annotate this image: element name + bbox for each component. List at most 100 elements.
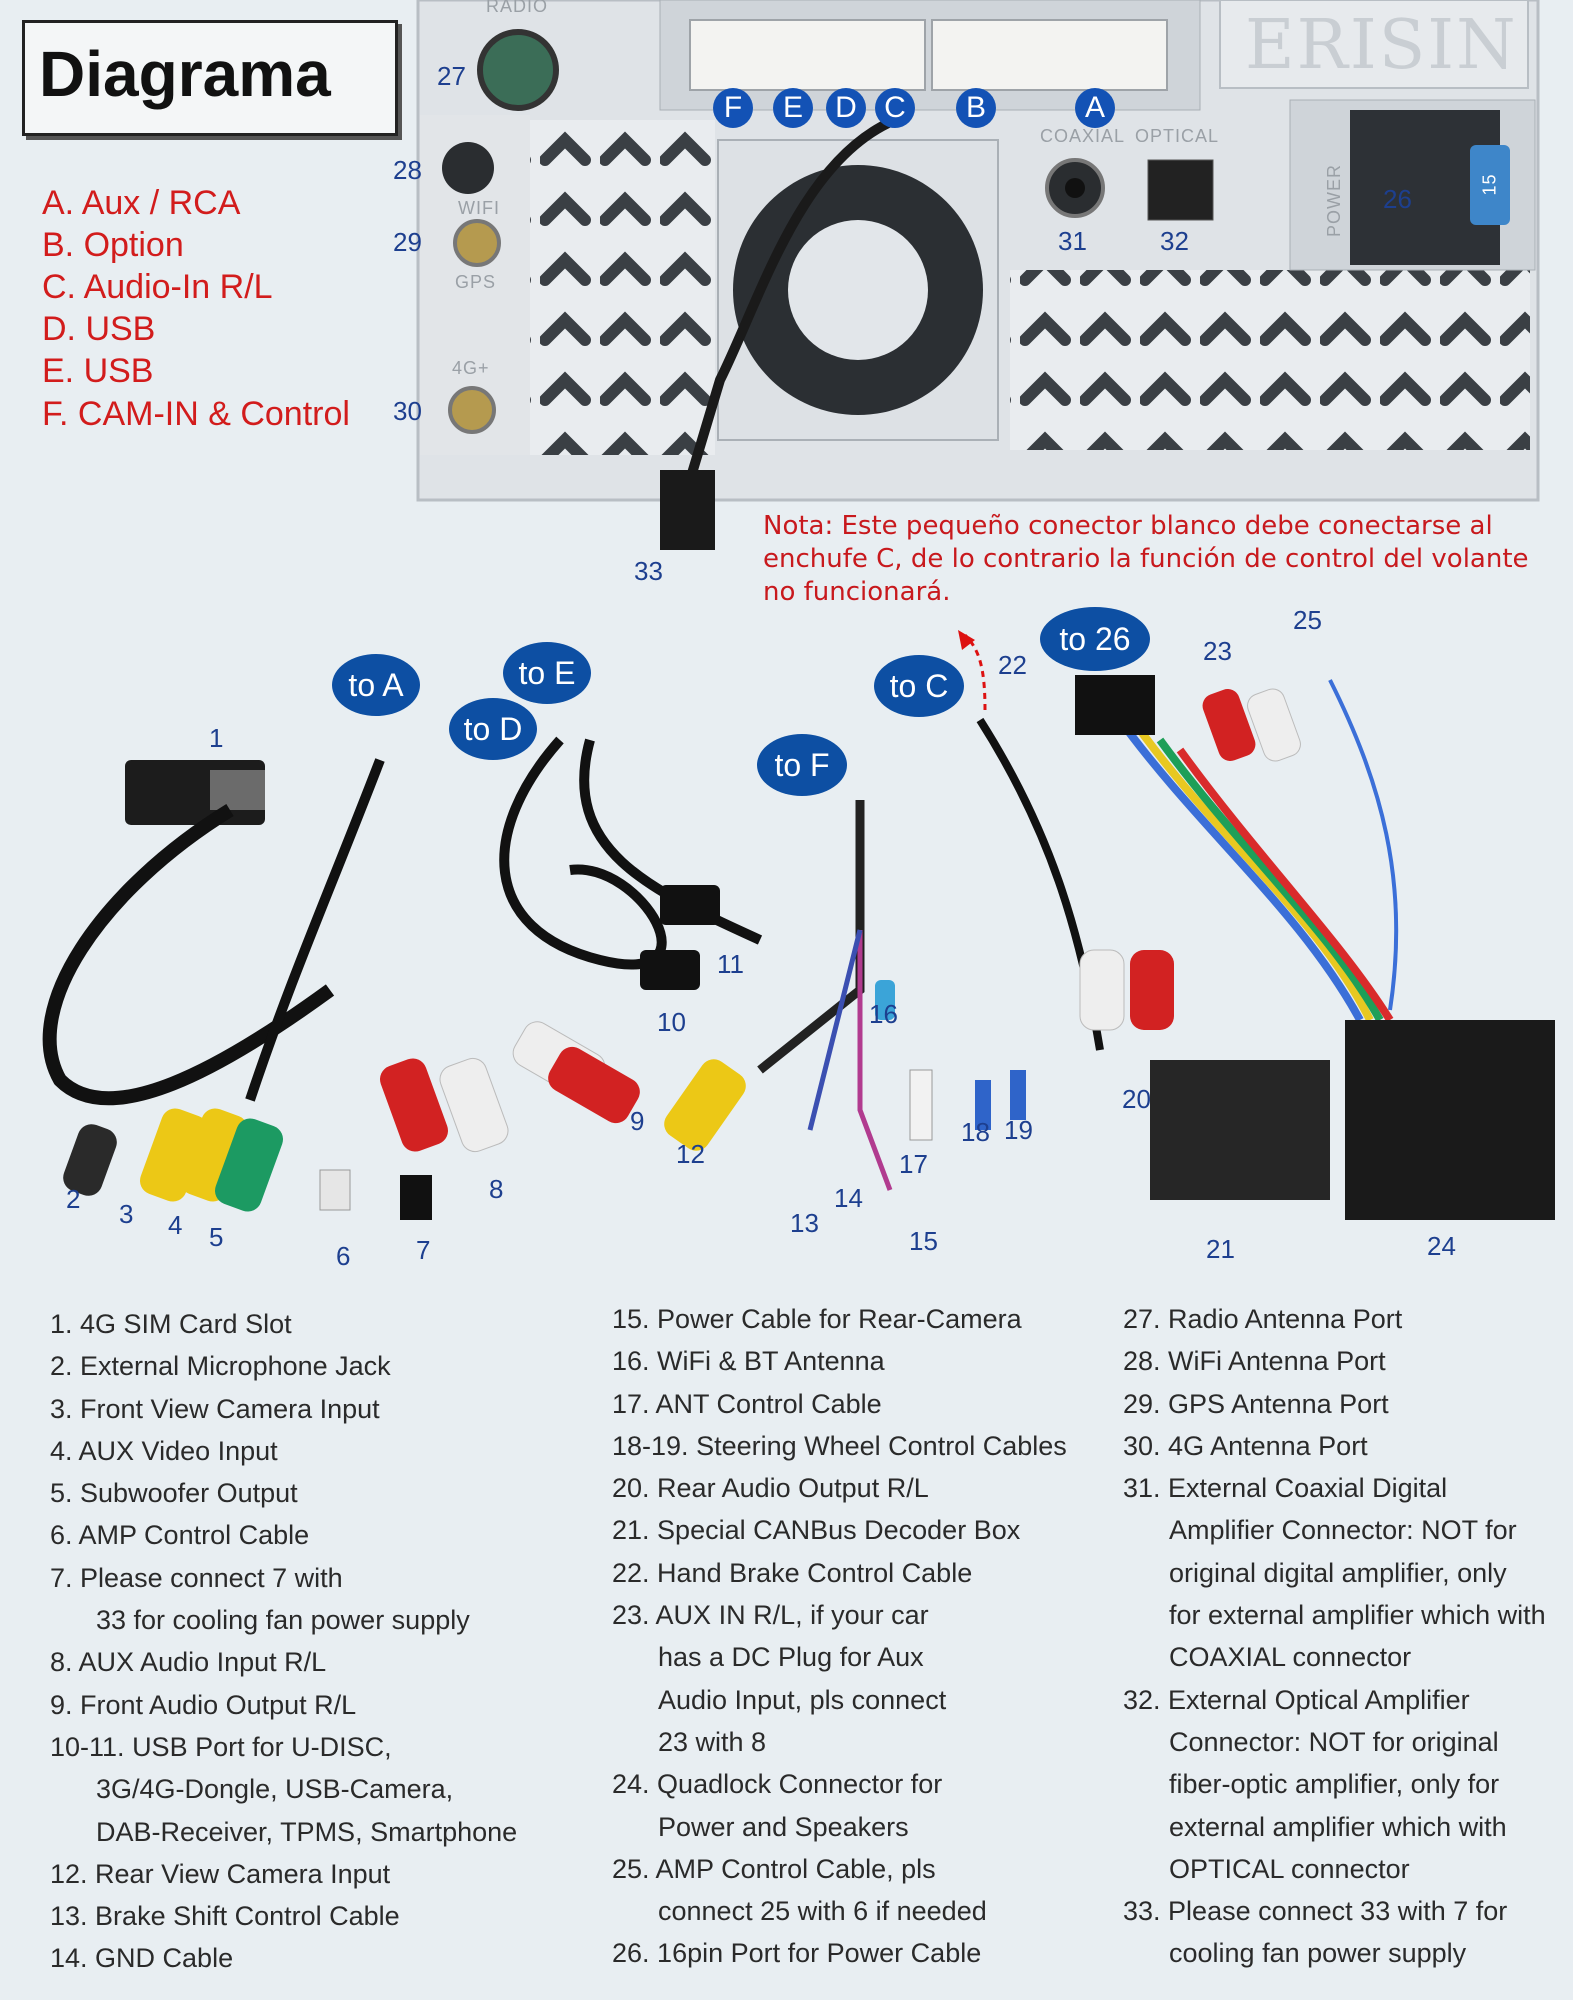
list-item-number: 29. [1123,1388,1169,1419]
label-31: 31 [1058,226,1087,256]
list-item-number: 27. [1123,1304,1169,1334]
list-item: original digital amplifier, only [1169,1557,1507,1588]
list-item: 25. AMP Control Cable, pls [612,1848,1132,1890]
list-item-text: 4G Antenna Port [1168,1430,1368,1461]
legend-item-d: D. USB [42,310,156,348]
list-item-number: 28. [1123,1346,1169,1377]
label-2: 2 [66,1184,81,1214]
label-30: 30 [393,396,422,426]
label-13: 13 [790,1208,819,1238]
label-28: 28 [393,155,422,185]
label-3: 3 [119,1199,134,1229]
label-33: 33 [634,556,663,586]
list-item-text: WiFi & BT Antenna [657,1346,885,1377]
list-item-text: AMP Control Cable, pls [655,1853,936,1884]
label-4: 4 [168,1210,183,1240]
list-item-text: GND Cable [95,1943,234,1974]
list-item: 24. Quadlock Connector for [612,1763,1132,1805]
label-12: 12 [676,1139,705,1169]
list-item-number: 12. [50,1858,96,1889]
list-item-number: 1. [50,1309,81,1339]
list-item: 5. Subwoofer Output [50,1472,610,1514]
callout-to-d: to D [449,698,537,760]
list-item: 4. AUX Video Input [50,1430,610,1472]
list-item-text: ANT Control Cable [655,1388,882,1419]
list-item-text: Brake Shift Control Cable [95,1901,400,1932]
list-item-number: 31. [1123,1473,1169,1504]
list-item: has a DC Plug for Aux [658,1642,924,1673]
connector-letter-e: E [773,88,813,128]
list-item-text: Front Audio Output R/L [80,1689,357,1720]
list-item: 26. 16pin Port for Power Cable [612,1932,1132,1974]
label-17: 17 [899,1149,928,1179]
list-item: 20. Rear Audio Output R/L [612,1467,1132,1509]
list-item-number: 4. [50,1435,79,1466]
list-item: Amplifier Connector: NOT for [1169,1515,1517,1546]
list-item: 2. External Microphone Jack [50,1345,610,1387]
radio-port-label: RADIO [486,0,549,16]
callout-to-f: to F [757,734,847,796]
list-item: 33 for cooling fan power supply [96,1605,470,1636]
label-27: 27 [437,61,466,91]
label-23: 23 [1203,636,1232,666]
list-item: 3. Front View Camera Input [50,1388,610,1430]
label-1: 1 [209,723,224,753]
list-item: Power and Speakers [658,1811,909,1842]
list-item-text: Special CANBus Decoder Box [657,1515,1021,1546]
list-item-number: 15. [612,1304,658,1334]
list-item-text: Please connect 7 with [80,1562,343,1593]
list-item-number: 22. [612,1557,658,1588]
list-item: 10-11. USB Port for U-DISC, [50,1726,610,1768]
callout-to-e: to E [503,642,591,704]
list-item-number: 25. [612,1853,656,1884]
list-item: 16. WiFi & BT Antenna [612,1340,1132,1382]
list-item-number: 26. [612,1938,658,1969]
page-title: Diagrama [39,38,331,110]
list-item-text: 16pin Port for Power Cable [657,1938,982,1969]
list-item-text: Hand Brake Control Cable [657,1557,973,1588]
list-item: fiber-optic amplifier, only for [1169,1769,1500,1800]
label-5: 5 [209,1222,224,1252]
list-item: 27. Radio Antenna Port [1123,1298,1568,1340]
list-item-number: 33. [1123,1896,1169,1927]
callout-to-26: to 26 [1040,607,1150,671]
power-port-label: POWER [1324,163,1345,238]
list-item: 6. AMP Control Cable [50,1514,610,1556]
list-item-number: 5. [50,1478,81,1509]
list-item: OPTICAL connector [1169,1853,1410,1884]
connector-letter-b: B [956,88,996,128]
list-item: connect 25 with 6 if needed [658,1896,987,1927]
list-item-text: 4G SIM Card Slot [80,1309,292,1339]
brand-logo: ERISIN [1245,6,1518,85]
list-item: 33. Please connect 33 with 7 for [1123,1890,1568,1932]
connector-letter-c: C [875,88,915,128]
list-item-text: Front View Camera Input [80,1393,380,1424]
list-item: 3G/4G-Dongle, USB-Camera, [96,1774,454,1805]
list-item-text: AMP Control Cable [78,1520,310,1551]
list-item: 1. 4G SIM Card Slot [50,1303,610,1345]
list-item: 8. AUX Audio Input R/L [50,1641,610,1683]
list-item-number: 10-11. [50,1731,133,1762]
list-item-number: 16. [612,1346,658,1377]
list-item-text: Quadlock Connector for [657,1769,943,1800]
label-11: 11 [717,949,744,979]
list-item: 18-19. Steering Wheel Control Cables [612,1425,1132,1467]
list-item: DAB-Receiver, TPMS, Smartphone [96,1816,518,1847]
connector-letter-a: A [1075,88,1115,128]
list-item: 21. Special CANBus Decoder Box [612,1509,1132,1551]
coaxial-port-label: COAXIAL [1040,126,1126,146]
list-item-text: Steering Wheel Control Cables [696,1430,1067,1461]
list-item-text: AUX IN R/L, if your car [655,1600,929,1631]
list-item: 31. External Coaxial Digital [1123,1467,1568,1509]
label-20: 20 [1122,1084,1151,1114]
label-18: 18 [961,1117,990,1147]
list-item-number: 18-19. [612,1430,697,1461]
list-item-number: 7. [50,1562,81,1593]
label-6: 6 [336,1241,351,1271]
title-box: Diagrama [22,20,398,136]
list-item-number: 14. [50,1943,96,1974]
list-item-number: 2. [50,1351,81,1382]
list-item-text: USB Port for U-DISC, [132,1731,392,1762]
